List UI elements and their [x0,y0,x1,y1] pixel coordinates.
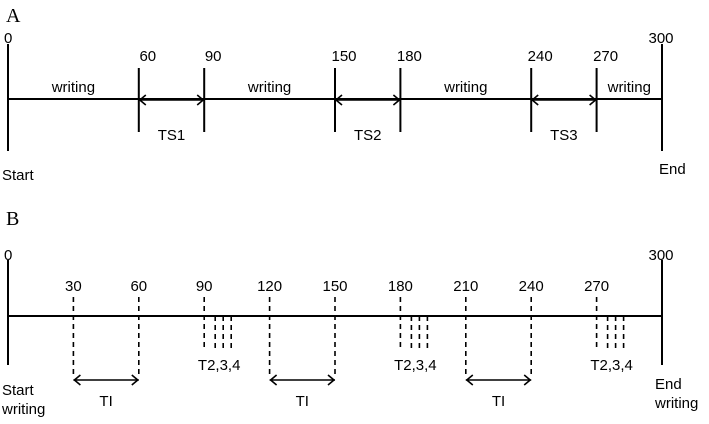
panel-a-interval-arrow-left-head [334,94,343,106]
panel-a-interval-arrow-left-head [530,94,539,106]
panel-a-tick-label: 270 [593,48,618,65]
panel-b-start-label-line1: Start [2,382,35,399]
panel-b-interval-arrow-right-head [327,374,336,386]
panel-a-interval-arrow-right-head [392,94,401,106]
panel-a-tick-label: 90 [205,48,222,65]
panel-b: B Start writing End writing 0 300 30 60 90 12… [1,208,698,418]
panel-b-mark-label: 210 [453,278,478,295]
panel-a-tick-label: 180 [397,48,422,65]
panel-a-interval-label: TS3 [550,127,578,144]
panel-b-mark-label: 30 [65,278,82,295]
panel-b-mark-label: 240 [519,278,544,295]
panel-a-end-label: End [659,161,686,178]
panel-a-writing-label: writing [51,79,95,96]
panel-a-tick-label: 240 [528,48,553,65]
panel-b-mark-label: 60 [130,278,147,295]
panel-b-mark-label: 270 [584,278,609,295]
panel-a: A Start End 0 60 90 150 180 240 270 300 writing w… [2,5,686,184]
panel-b-mark-label: 90 [196,278,213,295]
panel-b-mark-label: 180 [388,278,413,295]
panel-a-marks: 0 60 90 150 180 240 270 300 writing writing writin… [4,30,674,151]
panel-b-probe-label: T2,3,4 [198,357,241,374]
panel-b-interval-arrow-left-head [465,374,474,386]
panel-b-interval-label: TI [492,393,505,410]
panel-a-interval-arrow-right-head [196,94,205,106]
panel-a-writing-label: writing [607,79,651,96]
panel-b-end-label-line1: End [655,376,682,393]
panel-b-interval-arrow-left-head [73,374,81,386]
panel-a-interval-label: TS2 [354,127,382,144]
panel-a-start-label: Start [2,167,35,184]
panel-a-interval-arrow-right-head [589,94,597,106]
panel-b-probe-label: T2,3,4 [394,357,437,374]
panel-a-tick-label: 150 [331,48,356,65]
panel-a-tick-label: 60 [139,48,156,65]
panel-b-end-tick-label: 300 [648,247,673,264]
panel-b-start-label-line2: writing [1,401,45,418]
panel-b-interval-arrow-right-head [131,374,140,386]
panel-a-interval-arrow-left-head [138,94,147,106]
panel-b-mark-label: 120 [257,278,282,295]
panel-b-end-tick-label: 0 [4,247,12,264]
panel-a-tick-label: 0 [4,30,12,47]
panel-b-interval-label: TI [296,393,309,410]
panel-b-interval-label: TI [99,393,112,410]
panel-b-interval-arrow-left-head [269,374,278,386]
panel-a-label: A [6,5,21,27]
panel-b-end-label-line2: writing [654,395,698,412]
panel-a-tick-label: 300 [648,30,673,47]
panel-b-probe-label: T2,3,4 [590,357,633,374]
panel-b-label: B [6,208,19,230]
panel-a-interval-label: TS1 [158,127,186,144]
panel-b-interval-arrow-right-head [523,374,532,386]
panel-a-writing-label: writing [247,79,291,96]
panel-b-mark-label: 150 [322,278,347,295]
panel-a-writing-label: writing [443,79,487,96]
